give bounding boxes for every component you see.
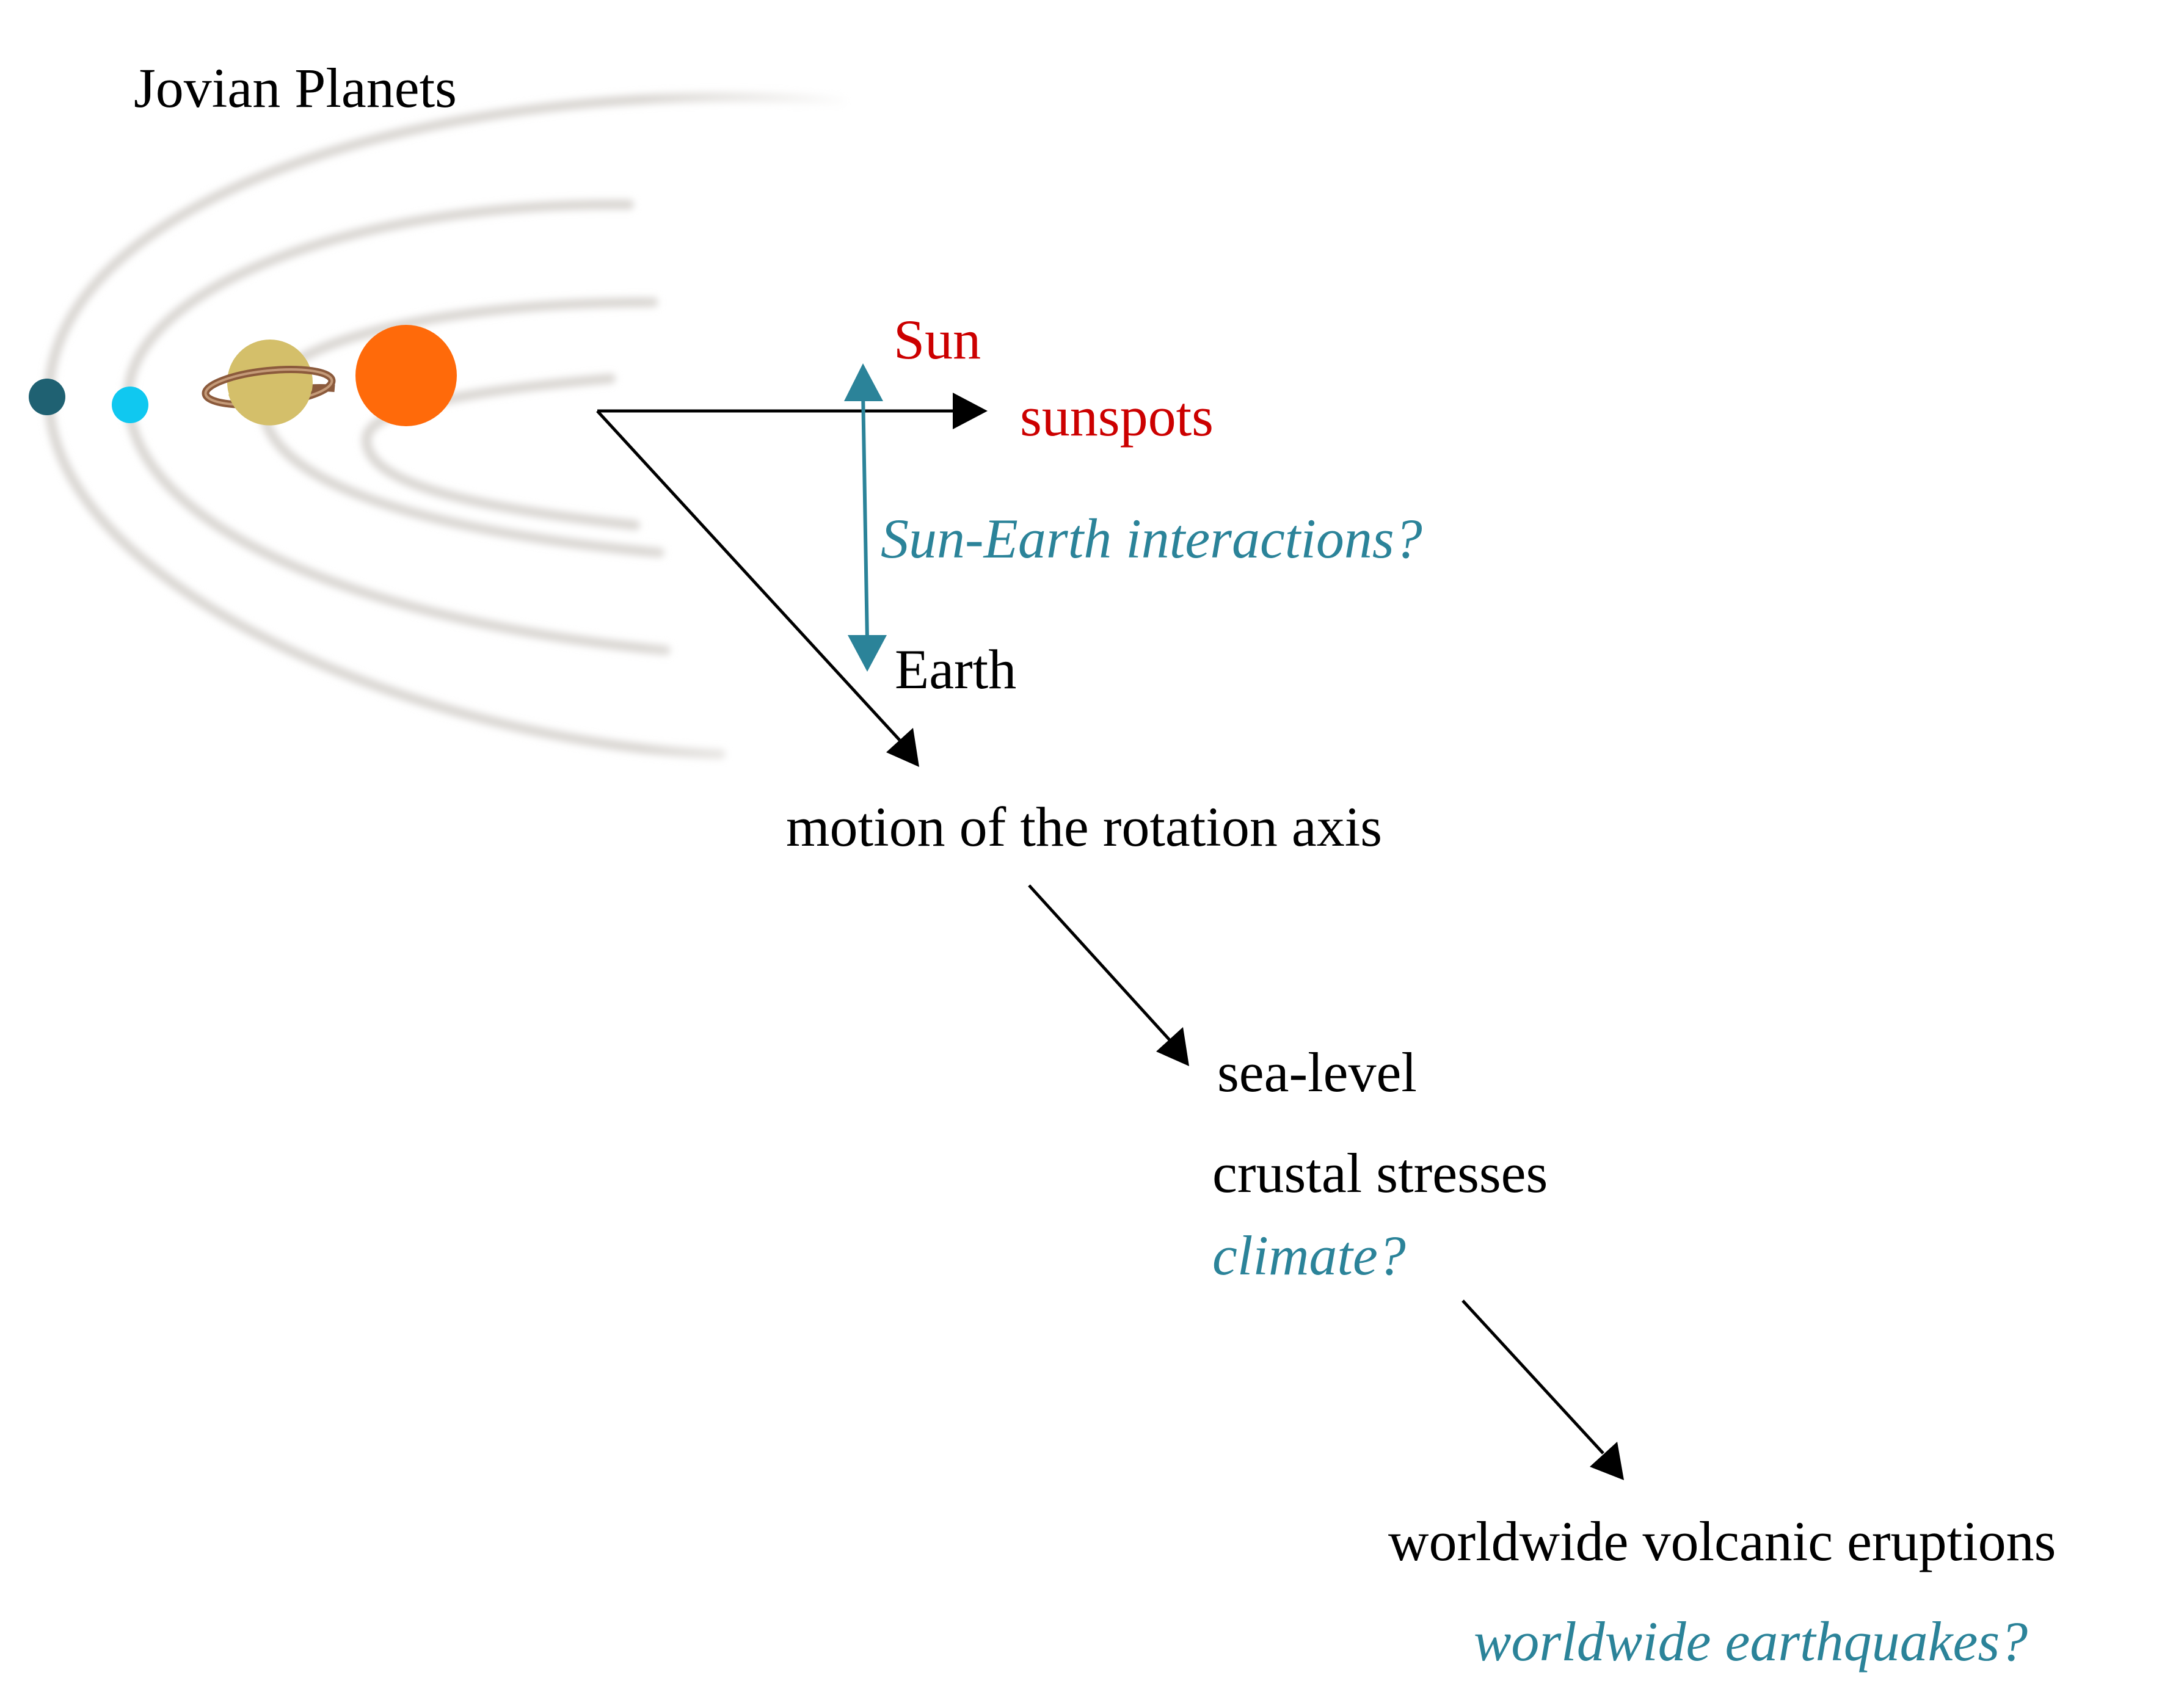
- sun-earth-double-arrow: [844, 363, 887, 672]
- dark-teal-planet-icon: [29, 379, 65, 415]
- teal-arrow-shaft: [861, 390, 869, 642]
- orbit-arc-3: [257, 297, 664, 558]
- light-blue-planet-icon: [112, 387, 148, 423]
- arrow-to-sea-level: [1028, 884, 1171, 1041]
- teal-arrow-head-up: [844, 363, 883, 401]
- arrow-head-volcanic: [1590, 1442, 1624, 1480]
- saturn-planet-icon: [202, 340, 336, 426]
- orbit-arc-4: [361, 374, 640, 530]
- earth-label: Earth: [895, 638, 1017, 700]
- planets-group: [29, 325, 457, 426]
- arrow-to-rotation-axis: [596, 410, 901, 741]
- arrow-head-rotation-axis: [886, 728, 919, 767]
- sunspots-label: sunspots: [1020, 385, 1214, 448]
- rotation-axis-label: motion of the rotation axis: [786, 796, 1383, 858]
- sun-earth-interactions-label: Sun-Earth interactions?: [881, 507, 1422, 570]
- crustal-stresses-label: crustal stresses: [1212, 1142, 1548, 1204]
- arrow-head-sea-level: [1156, 1027, 1189, 1066]
- orbit-arcs: [43, 92, 848, 759]
- arrow-head-sunspots: [953, 393, 988, 429]
- orange-planet-icon: [355, 325, 457, 426]
- jovian-planets-label: Jovian Planets: [134, 57, 457, 119]
- arrow-to-volcanic: [1461, 1299, 1604, 1455]
- earthquakes-label: worldwide earthquakes?: [1474, 1610, 2028, 1673]
- causal-arrows: [596, 393, 1624, 1480]
- orbit-arc-2: [123, 199, 671, 655]
- sun-label: Sun: [894, 308, 981, 371]
- teal-arrow-head-down: [848, 635, 887, 672]
- volcanic-eruptions-label: worldwide volcanic eruptions: [1388, 1510, 2056, 1572]
- sea-level-label: sea-level: [1217, 1041, 1417, 1103]
- climate-label: climate?: [1212, 1224, 1406, 1287]
- orbit-arc-1: [43, 92, 848, 759]
